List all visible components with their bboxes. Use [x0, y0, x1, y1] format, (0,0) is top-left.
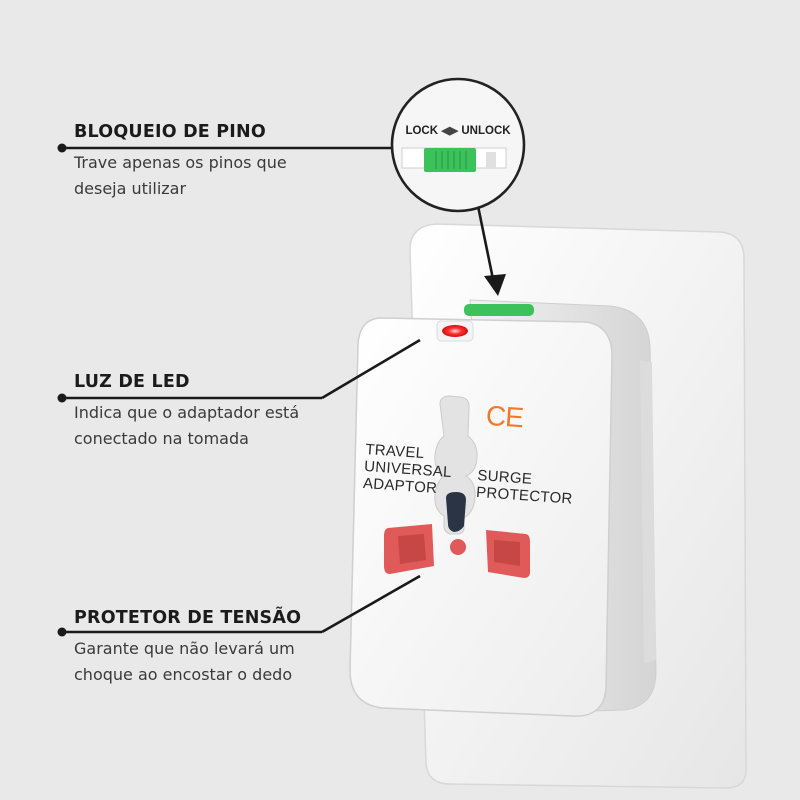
double-arrow-icon: ◀▶ [441, 125, 459, 137]
unlock-text: UNLOCK [461, 125, 511, 137]
adapter-front [349, 317, 613, 717]
center-socket-hole [450, 539, 466, 555]
zoom-circle [390, 77, 526, 213]
callout-pin-lock: BLOQUEIO DE PINO Trave apenas os pinos q… [74, 122, 374, 202]
callout-description: Trave apenas os pinos que deseja utiliza… [74, 153, 287, 198]
device-label-travel-adaptor: TRAVEL UNIVERSAL ADAPTOR [362, 441, 453, 498]
callout-title: PROTETOR DE TENSÃO [74, 608, 302, 628]
lock-slider[interactable] [464, 304, 534, 316]
center-slot [434, 395, 478, 535]
lock-unlock-label: LOCK ◀▶ UNLOCK [401, 124, 515, 137]
bullet-lock [57, 143, 67, 153]
callout-description: Garante que não levará um choque ao enco… [74, 639, 295, 684]
bullet-led [57, 393, 67, 403]
callout-description: Indica que o adaptador está conectado na… [74, 403, 300, 448]
callout-lines [62, 146, 496, 634]
bullet-surge [57, 627, 67, 637]
lock-text: LOCK [405, 125, 439, 137]
left-socket [384, 524, 434, 574]
ce-mark: CE [484, 399, 524, 434]
callout-surge-protector: PROTETOR DE TENSÃO Garante que não levar… [74, 608, 374, 688]
led-indicator [436, 320, 474, 342]
callout-title: BLOQUEIO DE PINO [74, 122, 266, 142]
device-label-surge-protector: SURGE PROTECTOR [475, 467, 574, 508]
right-socket [486, 530, 530, 578]
callout-title: LUZ DE LED [74, 372, 190, 392]
arrow-head [484, 274, 506, 296]
zoom-slider [424, 148, 476, 172]
callout-led-light: LUZ DE LED Indica que o adaptador está c… [74, 372, 374, 452]
